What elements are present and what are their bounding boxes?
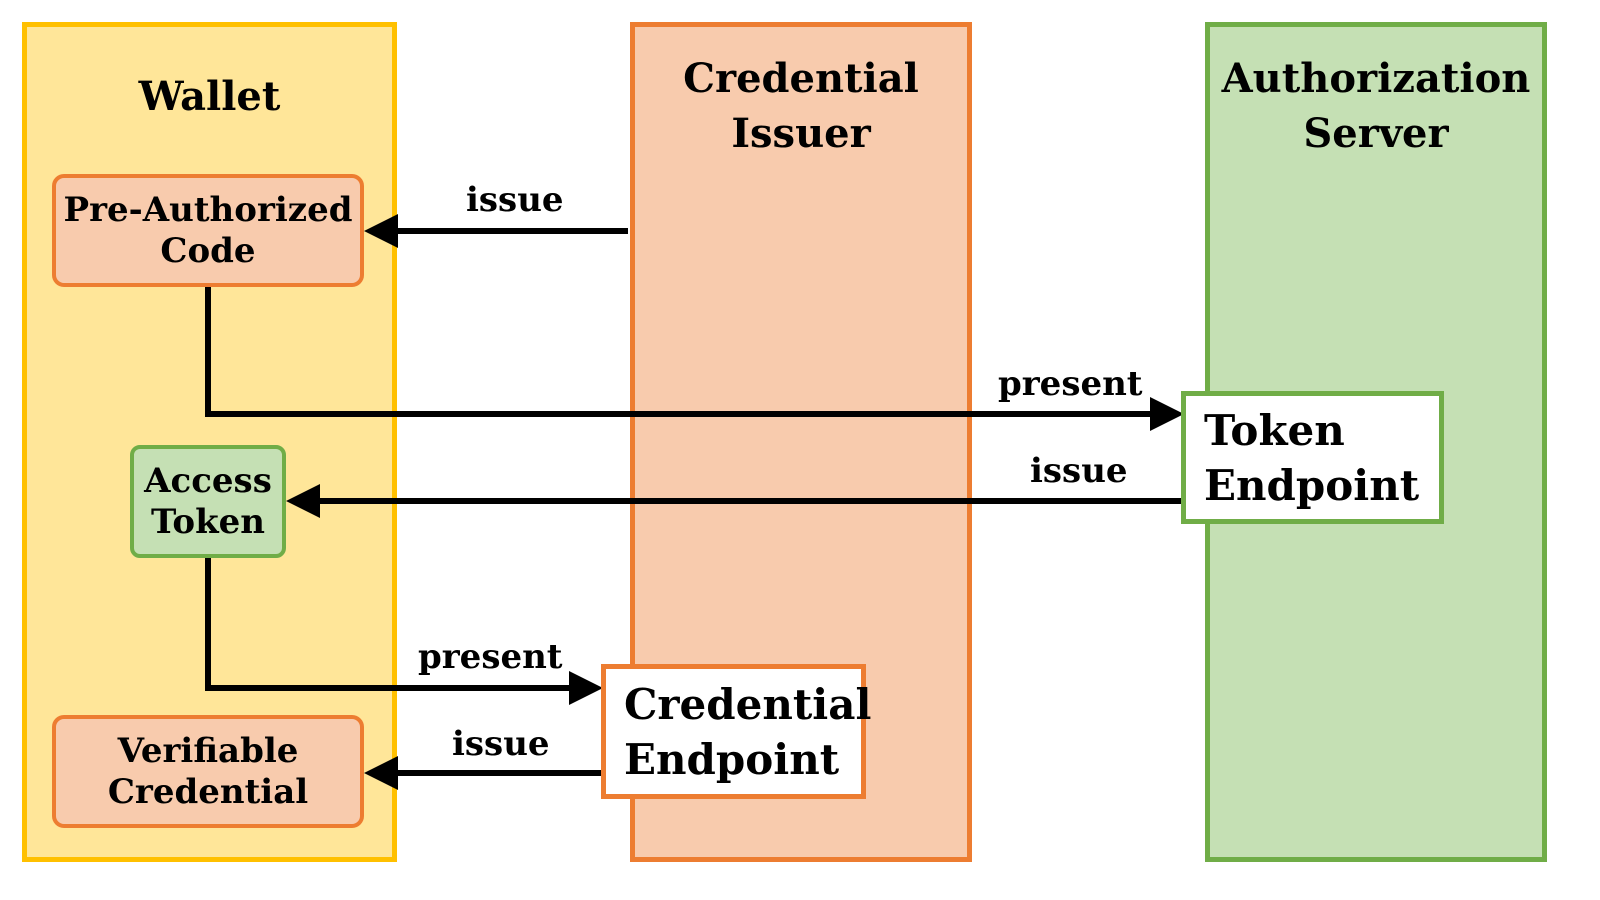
present-token-label: present	[418, 637, 563, 677]
credential-endpoint-line1: Credential	[624, 679, 872, 729]
pre-authorized-code-box: Pre-Authorized Code	[52, 174, 364, 287]
verifiable-credential-line2: Credential	[107, 771, 309, 812]
issue-credential-label: issue	[452, 724, 550, 764]
issue-token-arrowhead	[286, 484, 320, 518]
pre-authorized-code-line2: Code	[160, 230, 256, 271]
present-code-arrowhead	[1150, 397, 1184, 431]
issue-code-arrowhead	[364, 214, 398, 248]
access-token-line1: Access	[144, 460, 272, 501]
pre-authorized-code-line1: Pre-Authorized	[63, 189, 353, 230]
present-token-arrowhead	[569, 671, 603, 705]
verifiable-credential-line1: Verifiable	[117, 730, 299, 771]
token-endpoint-line2: Endpoint	[1204, 460, 1420, 510]
token-endpoint-box: Token Endpoint	[1181, 391, 1444, 524]
issue-credential-arrowhead	[364, 756, 398, 790]
access-token-line2: Token	[151, 501, 265, 542]
token-endpoint-line1: Token	[1204, 405, 1345, 455]
credential-issuer-title-line2: Issuer	[731, 110, 871, 157]
present-code-arrow-line	[205, 286, 1152, 417]
authorization-server-title-line1: Authorization	[1221, 55, 1531, 102]
issue-code-label: issue	[466, 180, 564, 220]
access-token-box: Access Token	[130, 445, 286, 558]
credential-endpoint-box: Credential Endpoint	[601, 664, 871, 799]
authorization-server-title-line2: Server	[1303, 110, 1449, 157]
credential-endpoint-line2: Endpoint	[624, 734, 840, 784]
present-code-label: present	[998, 364, 1143, 404]
present-token-arrow-line	[205, 556, 572, 691]
wallet-title: Wallet	[138, 73, 281, 120]
credential-issuer-title-line1: Credential	[683, 55, 919, 102]
verifiable-credential-box: Verifiable Credential	[52, 715, 364, 828]
issue-token-label: issue	[1030, 451, 1128, 491]
